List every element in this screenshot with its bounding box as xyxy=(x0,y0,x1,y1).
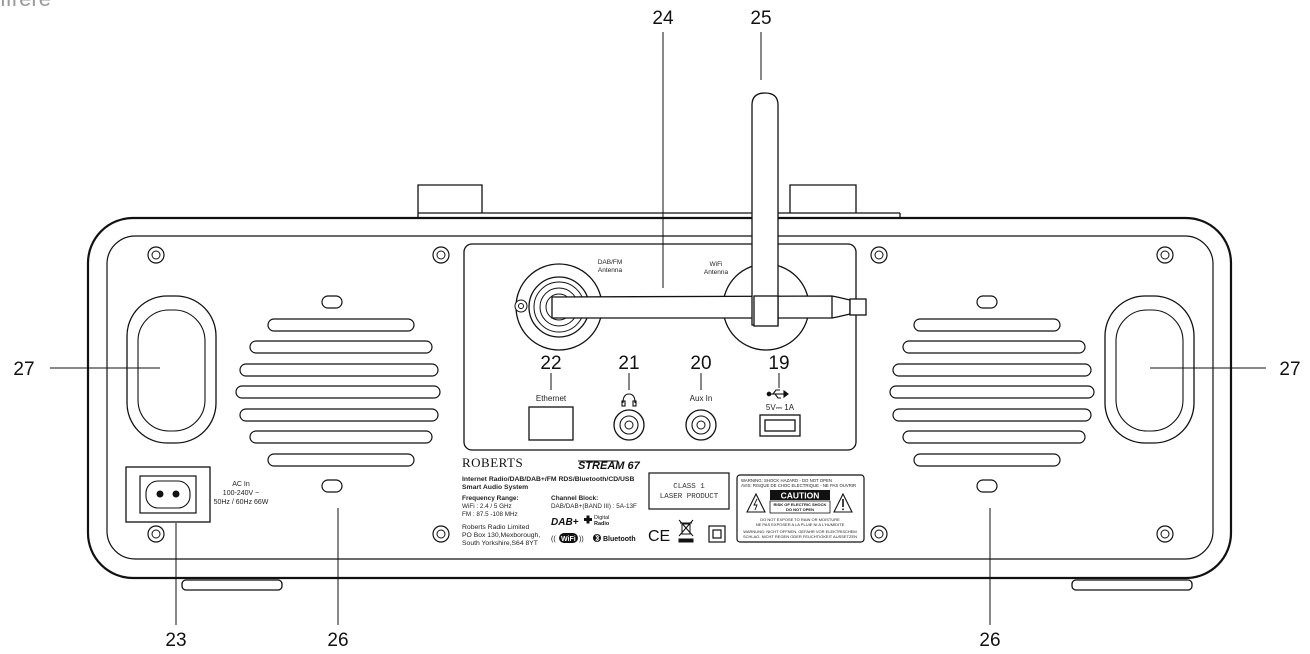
warning-triangle-left-icon xyxy=(746,492,766,513)
usb-rating: 5V⎓ 1A xyxy=(766,403,795,412)
digital-radio-line2: Radio xyxy=(594,521,610,527)
screw xyxy=(1156,525,1174,543)
speaker-grille-left xyxy=(235,295,441,493)
usb-port[interactable] xyxy=(759,414,801,437)
callout-23: 23 xyxy=(165,630,186,651)
dab-telescopic-antenna[interactable] xyxy=(551,295,867,319)
callout-27-left: 27 xyxy=(13,359,34,380)
callout-numbers: 24 25 22 21 20 19 23 26 26 27 27 xyxy=(13,8,1300,651)
frequency-wifi: WiFi : 2.4 / 5 GHz xyxy=(462,503,512,510)
header-fragment: ffrere xyxy=(0,0,51,11)
caution-text: CAUTION xyxy=(781,491,820,501)
frequency-fm: FM : 87.5 -108 MHz xyxy=(462,511,518,518)
screws xyxy=(147,246,1174,543)
dab-plus-logo: DAB+ xyxy=(551,517,579,528)
wifi-antenna-label-line1: WiFi xyxy=(710,261,723,268)
callout-24: 24 xyxy=(652,8,674,29)
feet xyxy=(181,579,1193,591)
ethernet-label: Ethernet xyxy=(536,394,567,403)
ac-in-line1: AC In xyxy=(232,481,250,488)
callout-26-right: 26 xyxy=(979,630,1000,651)
address-line3: South Yorkshire,S64 8YT xyxy=(462,540,538,547)
ac-in-line2: 100-240V ~ xyxy=(223,490,259,497)
german-warning-line1: WARNUNG: NICHT OFFNEN, GEFAHR VOR ELEKTR… xyxy=(743,529,857,534)
callout-26-left: 26 xyxy=(327,630,348,651)
wifi-logo: (( WiFi )) xyxy=(551,533,584,543)
laser-line2: LASER PRODUCT xyxy=(660,493,719,501)
warning-line1: WARNING: SHOCK HAZARD - DO NOT OPEN xyxy=(741,478,832,483)
screw xyxy=(870,525,888,543)
callout-27-right: 27 xyxy=(1279,359,1300,380)
model-name: STREAM 67 xyxy=(578,460,641,472)
ac-in-line3: 50Hz / 60Hz 66W xyxy=(214,499,269,506)
callout-25: 25 xyxy=(750,8,771,29)
address-line2: PO Box 130,Mexborough, xyxy=(462,532,540,539)
aux-in-label: Aux In xyxy=(690,394,713,403)
laser-product-label: CLASS 1 LASER PRODUCT xyxy=(648,472,730,510)
top-handles xyxy=(417,184,901,218)
wifi-antenna[interactable] xyxy=(751,92,779,327)
moisture-line1: DO NOT EXPOSE TO RAIN OR MOISTURE xyxy=(760,517,840,522)
screw xyxy=(870,246,888,264)
speaker-grille-right xyxy=(889,295,1095,493)
weee-bin-icon xyxy=(678,519,694,543)
moisture-line2: NE PAS EXPOSER A LA PLUIE NI A L'HUMIDIT… xyxy=(756,522,845,527)
warning-label: WARNING: SHOCK HAZARD - DO NOT OPEN AVIS… xyxy=(736,474,865,543)
channel-block-value: DAB/DAB+(BAND III) : 5A-13F xyxy=(551,503,637,510)
screw xyxy=(432,525,450,543)
screw xyxy=(1156,246,1174,264)
callout-19: 19 xyxy=(768,353,789,374)
rating-label: ROBERTS STREAM 67 Internet Radio/DAB/DAB… xyxy=(462,455,726,547)
german-warning-line2: SCHLAG. NICHT REGEN ODER FEUCHTIGKEIT AU… xyxy=(743,534,857,539)
ce-mark: CE xyxy=(648,528,670,545)
side-handle-left xyxy=(126,295,217,444)
bluetooth-logo: Bluetooth xyxy=(593,534,636,543)
screw xyxy=(147,525,165,543)
product-description-line2: Smart Audio System xyxy=(462,484,528,491)
frequency-range-title: Frequency Range: xyxy=(462,495,519,502)
brand-name: ROBERTS xyxy=(462,455,523,470)
digital-radio-line1: Digital xyxy=(594,515,609,521)
channel-block-title: Channel Block: xyxy=(551,495,598,502)
screw xyxy=(147,246,165,264)
headphone-jack[interactable] xyxy=(613,409,645,441)
double-insulation-icon xyxy=(708,525,726,543)
side-handle-right xyxy=(1104,295,1195,444)
leader-lines xyxy=(50,32,1266,625)
digital-radio-cross-icon xyxy=(584,515,592,524)
risk-line1: RISK OF ELECTRIC SHOCK xyxy=(774,502,827,507)
product-description-line1: Internet Radio/DAB/DAB+/FM RDS/Bluetooth… xyxy=(462,476,634,483)
callout-22: 22 xyxy=(540,353,561,374)
ac-power-inlet[interactable] xyxy=(125,466,211,523)
screw xyxy=(432,246,450,264)
callout-20: 20 xyxy=(690,353,711,374)
bluetooth-logo-text: Bluetooth xyxy=(603,536,636,543)
callout-21: 21 xyxy=(618,353,639,374)
wifi-antenna-label-line2: Antenna xyxy=(704,269,729,276)
dab-antenna-label-line1: DAB/FM xyxy=(598,259,623,266)
warning-triangle-right-icon xyxy=(833,492,853,513)
headphone-icon xyxy=(621,393,637,407)
dab-antenna-label-line2: Antenna xyxy=(598,267,623,274)
aux-in-jack[interactable] xyxy=(685,409,717,441)
warning-line2: AVIS: RISQUE DE CHOC ELECTRIQUE - NE PAS… xyxy=(741,483,856,488)
svg-text:((: (( xyxy=(551,536,556,543)
address-line1: Roberts Radio Limited xyxy=(462,524,529,531)
usb-icon xyxy=(766,389,789,399)
ethernet-port[interactable] xyxy=(528,406,574,441)
svg-text:)): )) xyxy=(579,536,584,543)
risk-line2: DO NOT OPEN xyxy=(786,507,814,512)
laser-line1: CLASS 1 xyxy=(673,483,705,491)
wifi-logo-text: WiFi xyxy=(561,536,576,543)
